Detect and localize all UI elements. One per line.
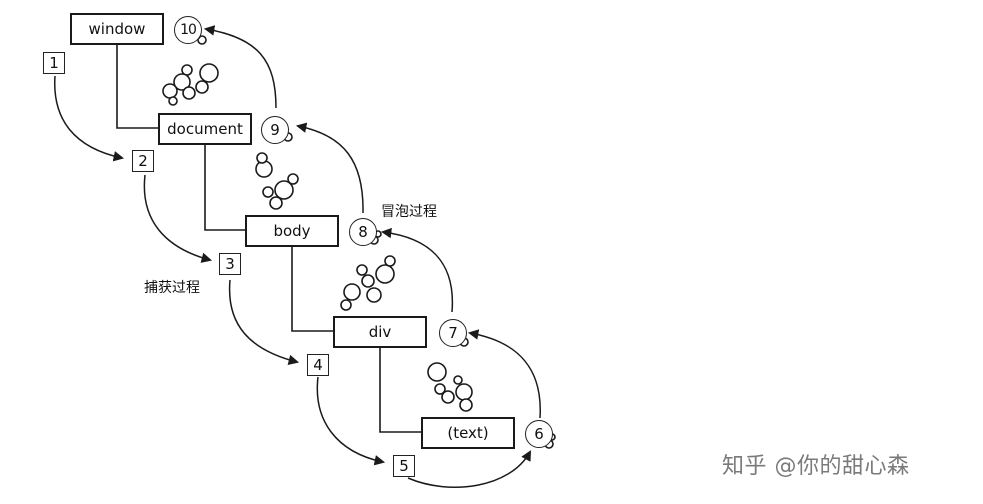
tree-line-document-body xyxy=(204,144,245,231)
bubble-phase-label: 冒泡过程 xyxy=(381,204,437,220)
capture-step-5: 5 xyxy=(393,455,415,477)
capture-step-3: 3 xyxy=(219,253,241,275)
bubble-arrow-9-10 xyxy=(203,25,277,109)
event-object-icon xyxy=(340,255,396,311)
bubble-arrow-5-6 xyxy=(407,450,532,488)
event-object-icon xyxy=(162,63,219,106)
capture-step-1: 1 xyxy=(43,52,65,74)
capture-arrow-4-5 xyxy=(316,376,386,466)
bubble-step-10: 10 xyxy=(174,16,202,44)
node-document: document xyxy=(158,113,252,145)
bubble-arrow-8-9 xyxy=(295,122,364,214)
node-div: div xyxy=(333,316,427,348)
node-text: (text) xyxy=(421,417,515,449)
event-object-icon xyxy=(255,152,299,210)
capture-step-2: 2 xyxy=(132,150,154,172)
tree-line-body-div xyxy=(291,246,333,332)
tree-line-div-text xyxy=(379,347,421,433)
capture-phase-label: 捕获过程 xyxy=(144,280,200,296)
bubble-arrow-6-7 xyxy=(467,329,541,419)
capture-arrow-2-3 xyxy=(143,174,213,263)
watermark: 知乎 @你的甜心森 xyxy=(722,454,910,479)
bubble-step-6: 6 xyxy=(525,420,553,448)
capture-arrow-3-4 xyxy=(228,279,300,366)
bubble-step-7: 7 xyxy=(439,319,467,347)
capture-step-4: 4 xyxy=(307,354,329,376)
bubble-step-8: 8 xyxy=(349,218,377,246)
bubble-arrow-7-8 xyxy=(380,227,454,313)
capture-arrow-1-2 xyxy=(54,75,125,162)
node-window: window xyxy=(70,13,164,45)
event-object-icon xyxy=(427,362,473,412)
bubble-step-9: 9 xyxy=(261,116,289,144)
tree-line-window-document xyxy=(116,44,158,129)
node-body: body xyxy=(245,215,339,247)
